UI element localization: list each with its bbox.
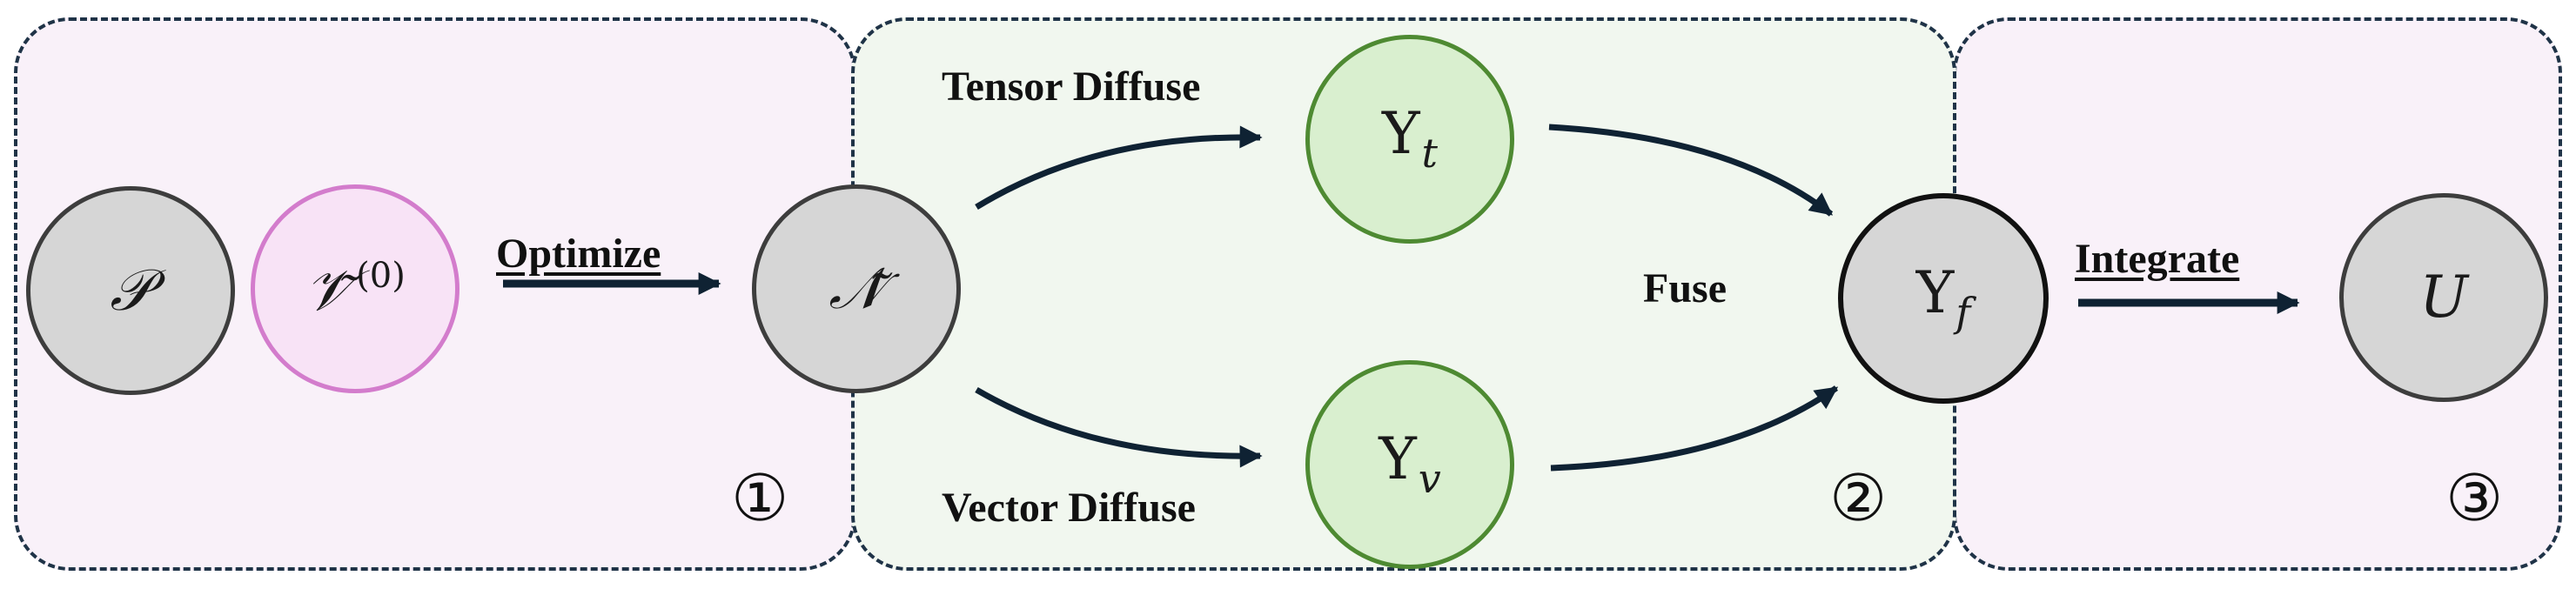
node-u: U — [2339, 193, 2548, 402]
node-n-symbol: 𝒩̃ — [828, 255, 884, 322]
node-yt-base: Y — [1381, 100, 1420, 167]
tensor-diffuse-label: Tensor Diffuse — [942, 64, 1201, 110]
node-yf: Yf — [1838, 193, 2049, 404]
fuse-label: Fuse — [1643, 265, 1727, 311]
node-yv-symbol: Yv — [1379, 431, 1441, 499]
integrate-label: Integrate — [2075, 236, 2240, 282]
fuse-top-arrow — [1548, 124, 1834, 217]
node-v0-base: 𝒱̃ — [305, 257, 353, 324]
node-p: 𝒫 — [26, 186, 235, 395]
node-yf-symbol: Yf — [1916, 264, 1971, 333]
node-yv: Yv — [1305, 360, 1514, 569]
node-yv-base: Y — [1379, 425, 1417, 492]
fuse-bottom-arrow — [1550, 385, 1839, 472]
vector-diffuse-label: Vector Diffuse — [942, 485, 1196, 531]
node-yv-sub: v — [1418, 455, 1441, 502]
node-v0: 𝒱̃(0) — [251, 184, 460, 393]
node-yf-sub: f — [1955, 289, 1971, 336]
node-yt-sub: t — [1421, 130, 1439, 177]
optimize-label: Optimize — [496, 231, 661, 277]
node-v0-sup: (0) — [356, 256, 406, 296]
node-yf-base: Y — [1915, 259, 1955, 326]
stage-3-marker: ③ — [2445, 461, 2504, 536]
tensor-diffuse-arrow — [975, 125, 1263, 210]
node-yt: Yt — [1305, 35, 1514, 244]
stage-2-marker: ② — [1829, 461, 1888, 536]
node-n: 𝒩̃ — [752, 184, 961, 393]
node-yt-symbol: Yt — [1382, 105, 1438, 174]
node-p-symbol: 𝒫 — [110, 257, 151, 324]
stage-1-marker: ① — [731, 461, 789, 536]
node-u-symbol: U — [2419, 264, 2468, 331]
vector-diffuse-arrow — [975, 386, 1263, 468]
node-v0-symbol: 𝒱̃(0) — [305, 258, 406, 319]
